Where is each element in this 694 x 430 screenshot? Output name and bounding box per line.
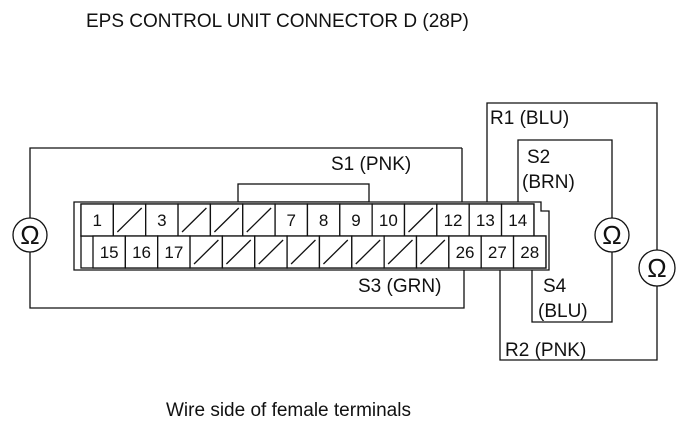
diagram-caption: Wire side of female terminals bbox=[166, 400, 411, 421]
unused-cavity-mark bbox=[408, 207, 434, 233]
pin-number-27: 27 bbox=[488, 243, 507, 262]
pin-number-13: 13 bbox=[476, 211, 495, 230]
s2-s4-test-loop bbox=[517, 139, 613, 323]
probe-label-r1: R1 (BLU) bbox=[490, 108, 569, 129]
pin-number-16: 16 bbox=[132, 243, 151, 262]
ohmmeter-s2-s4: Ω bbox=[594, 217, 630, 253]
pin-number-7: 7 bbox=[287, 211, 296, 230]
pin-number-17: 17 bbox=[164, 243, 183, 262]
unused-cavity-mark bbox=[322, 239, 349, 265]
ohm-icon: Ω bbox=[20, 220, 39, 250]
unused-cavity-mark bbox=[387, 239, 413, 265]
diagram-title: EPS CONTROL UNIT CONNECTOR D (28P) bbox=[86, 11, 469, 32]
probe-label-s1: S1 (PNK) bbox=[331, 154, 411, 175]
pin-number-10: 10 bbox=[379, 211, 398, 230]
pin-number-28: 28 bbox=[520, 243, 539, 262]
unused-cavity-mark bbox=[116, 207, 143, 233]
pin-number-8: 8 bbox=[319, 211, 328, 230]
top-row-cavity bbox=[500, 203, 535, 237]
r1-r2-test-loop bbox=[486, 102, 658, 361]
connector-latch bbox=[237, 183, 370, 203]
top-row-cavity bbox=[145, 203, 179, 237]
unused-cavity-mark bbox=[355, 239, 381, 265]
probe-label-s2-color: (BRN) bbox=[522, 172, 575, 193]
unused-cavity-mark bbox=[420, 239, 446, 265]
top-row-cavity bbox=[468, 203, 503, 237]
unused-cavity-mark bbox=[258, 239, 284, 265]
ohm-icon: Ω bbox=[602, 220, 621, 250]
bottom-row-cavity bbox=[512, 235, 547, 269]
ohm-icon: Ω bbox=[647, 253, 666, 283]
ohmmeter-r1-r2: Ω bbox=[638, 249, 676, 287]
probe-label-s3: S3 (GRN) bbox=[358, 276, 441, 297]
pin-number-3: 3 bbox=[157, 211, 166, 230]
pin-number-1: 1 bbox=[92, 211, 101, 230]
pin-number-26: 26 bbox=[456, 243, 475, 262]
s1-s3-test-loop bbox=[29, 147, 465, 309]
ohmmeter-s1-s3: Ω bbox=[12, 217, 48, 253]
unused-cavity-mark bbox=[181, 207, 207, 233]
bottom-row-cavity bbox=[480, 235, 515, 269]
probe-label-s4-color: (BLU) bbox=[538, 301, 588, 322]
pin-number-9: 9 bbox=[351, 211, 360, 230]
pin-number-12: 12 bbox=[444, 211, 463, 230]
pin-number-14: 14 bbox=[508, 211, 527, 230]
probe-label-s4-name: S4 bbox=[543, 276, 567, 297]
unused-cavity-mark bbox=[290, 239, 316, 265]
probe-label-r2: R2 (PNK) bbox=[505, 340, 586, 361]
pin-number-15: 15 bbox=[100, 243, 119, 262]
unused-cavity-mark bbox=[213, 207, 240, 233]
probe-label-s2-name: S2 bbox=[527, 147, 550, 168]
unused-cavity-mark bbox=[193, 239, 219, 265]
unused-cavity-mark bbox=[225, 239, 252, 265]
top-row-cavity bbox=[274, 203, 309, 237]
unused-cavity-mark bbox=[246, 207, 272, 233]
